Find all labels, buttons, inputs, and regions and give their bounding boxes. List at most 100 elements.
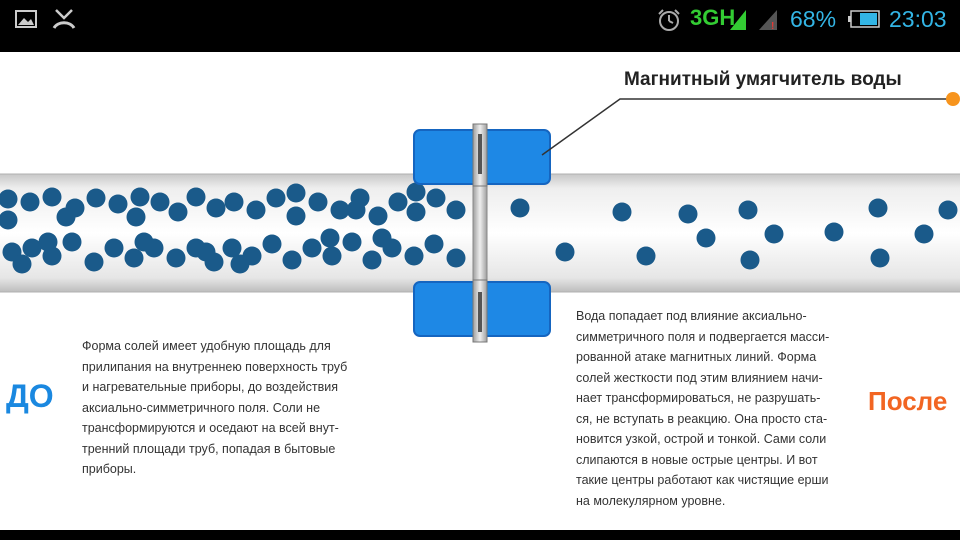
svg-text:!: ! bbox=[771, 21, 774, 30]
description-before: Форма солей имеет удобную площадь для пр… bbox=[82, 336, 347, 480]
salt-particle bbox=[42, 187, 62, 207]
salt-particle bbox=[330, 200, 350, 220]
label-before: ДО bbox=[6, 378, 54, 414]
salt-particle bbox=[84, 252, 104, 272]
salt-particle bbox=[446, 248, 466, 268]
salt-particle bbox=[124, 248, 144, 268]
salt-particle bbox=[510, 198, 530, 218]
salt-particle bbox=[870, 248, 890, 268]
salt-particle bbox=[246, 200, 266, 220]
salt-particle bbox=[636, 246, 656, 266]
salt-particle bbox=[555, 242, 575, 262]
magnetic-softener-diagram bbox=[0, 92, 960, 343]
salt-particle bbox=[134, 232, 154, 252]
salt-particle bbox=[342, 232, 362, 252]
salt-particle bbox=[166, 248, 186, 268]
description-line: приборы. bbox=[82, 462, 137, 476]
pipe-coupling bbox=[472, 171, 488, 295]
salt-particle bbox=[678, 204, 698, 224]
salt-particle bbox=[406, 202, 426, 222]
label-after: После bbox=[868, 386, 948, 416]
description-line: такие центры работают как чистящие ерши bbox=[576, 473, 829, 487]
salt-particle bbox=[206, 198, 226, 218]
description-line: слипаются в новые острые центры. И вот bbox=[576, 452, 818, 467]
battery-icon bbox=[848, 10, 880, 28]
salt-particle bbox=[740, 250, 760, 270]
salt-particle bbox=[824, 222, 844, 242]
salt-particle bbox=[130, 187, 150, 207]
salt-particles-before bbox=[0, 182, 466, 274]
salt-particles-after bbox=[510, 198, 958, 270]
description-line: новится узкой, острой и тонкой. Сами сол… bbox=[576, 432, 827, 446]
salt-particle bbox=[302, 238, 322, 258]
description-line: трансформируются и оседают на всей внут- bbox=[82, 421, 339, 435]
salt-particle bbox=[406, 182, 426, 202]
salt-particle bbox=[764, 224, 784, 244]
salt-particle bbox=[362, 250, 382, 270]
description-line: и нагревательные приборы, до воздействия bbox=[82, 380, 338, 394]
salt-particle bbox=[22, 238, 42, 258]
salt-particle bbox=[282, 250, 302, 270]
salt-particle bbox=[320, 228, 340, 248]
missed-call-icon[interactable] bbox=[52, 8, 76, 30]
magnet-top bbox=[413, 123, 551, 187]
salt-particle bbox=[20, 192, 40, 212]
description-line: рованной атаке магнитных линий. Форма bbox=[576, 350, 817, 364]
description-line: ся, не вступать в реакцию. Она просто ст… bbox=[576, 411, 828, 426]
salt-particle bbox=[738, 200, 758, 220]
salt-particle bbox=[86, 188, 106, 208]
salt-particle bbox=[372, 228, 392, 248]
salt-particle bbox=[0, 189, 18, 209]
alarm-icon bbox=[658, 9, 680, 31]
signal-alert-icon: ! bbox=[759, 10, 777, 30]
salt-particle bbox=[62, 232, 82, 252]
description-line: Форма солей имеет удобную площадь для bbox=[82, 339, 331, 353]
indicator-dot bbox=[946, 92, 960, 106]
salt-particle bbox=[168, 202, 188, 222]
salt-particle bbox=[322, 246, 342, 266]
salt-particle bbox=[424, 234, 444, 254]
description-line: нает трансформироваться, не разрушать- bbox=[576, 391, 821, 405]
title-pointer bbox=[541, 92, 960, 156]
magnet-bottom bbox=[413, 279, 551, 343]
description-line: прилипания на внутреннею поверхность тру… bbox=[82, 359, 348, 374]
salt-particle bbox=[938, 200, 958, 220]
battery-percent: 68% bbox=[790, 6, 837, 32]
salt-particle bbox=[0, 210, 18, 230]
salt-particle bbox=[12, 254, 32, 274]
clock: 23:03 bbox=[889, 6, 947, 32]
salt-particle bbox=[612, 202, 632, 222]
salt-particle bbox=[308, 192, 328, 212]
salt-particle bbox=[224, 192, 244, 212]
status-bar: 3GH ! 68% 23:03 bbox=[0, 0, 960, 38]
description-after: Вода попадает под влияние аксиально- сим… bbox=[576, 306, 829, 511]
diagram-title: Магнитный умягчитель воды bbox=[624, 69, 902, 90]
salt-particle bbox=[186, 187, 206, 207]
network-type: 3GH bbox=[690, 5, 736, 30]
salt-particle bbox=[368, 206, 388, 226]
salt-particle bbox=[150, 192, 170, 212]
salt-particle bbox=[196, 242, 216, 262]
image-viewer-content[interactable]: Магнитный умягчитель воды ДО После Форма… bbox=[0, 52, 960, 530]
image-icon[interactable] bbox=[15, 10, 37, 28]
description-line: симметричного поля и подвергается масси- bbox=[576, 329, 830, 344]
salt-particle bbox=[104, 238, 124, 258]
salt-particle bbox=[266, 188, 286, 208]
salt-particle bbox=[222, 238, 242, 258]
salt-particle bbox=[230, 254, 250, 274]
salt-particle bbox=[286, 206, 306, 226]
bottom-bar bbox=[0, 530, 960, 540]
salt-particle bbox=[126, 207, 146, 227]
description-line: Вода попадает под влияние аксиально- bbox=[576, 309, 807, 323]
salt-particle bbox=[262, 234, 282, 254]
salt-particle bbox=[388, 192, 408, 212]
salt-particle bbox=[426, 188, 446, 208]
salt-particle bbox=[346, 200, 366, 220]
salt-particle bbox=[446, 200, 466, 220]
salt-particle bbox=[404, 246, 424, 266]
salt-particle bbox=[38, 232, 58, 252]
salt-particle bbox=[868, 198, 888, 218]
description-line: тренний площади труб, попадая в бытовые bbox=[82, 441, 336, 456]
salt-particle bbox=[108, 194, 128, 214]
description-line: солей жесткости под этим влиянием начи- bbox=[576, 370, 823, 385]
